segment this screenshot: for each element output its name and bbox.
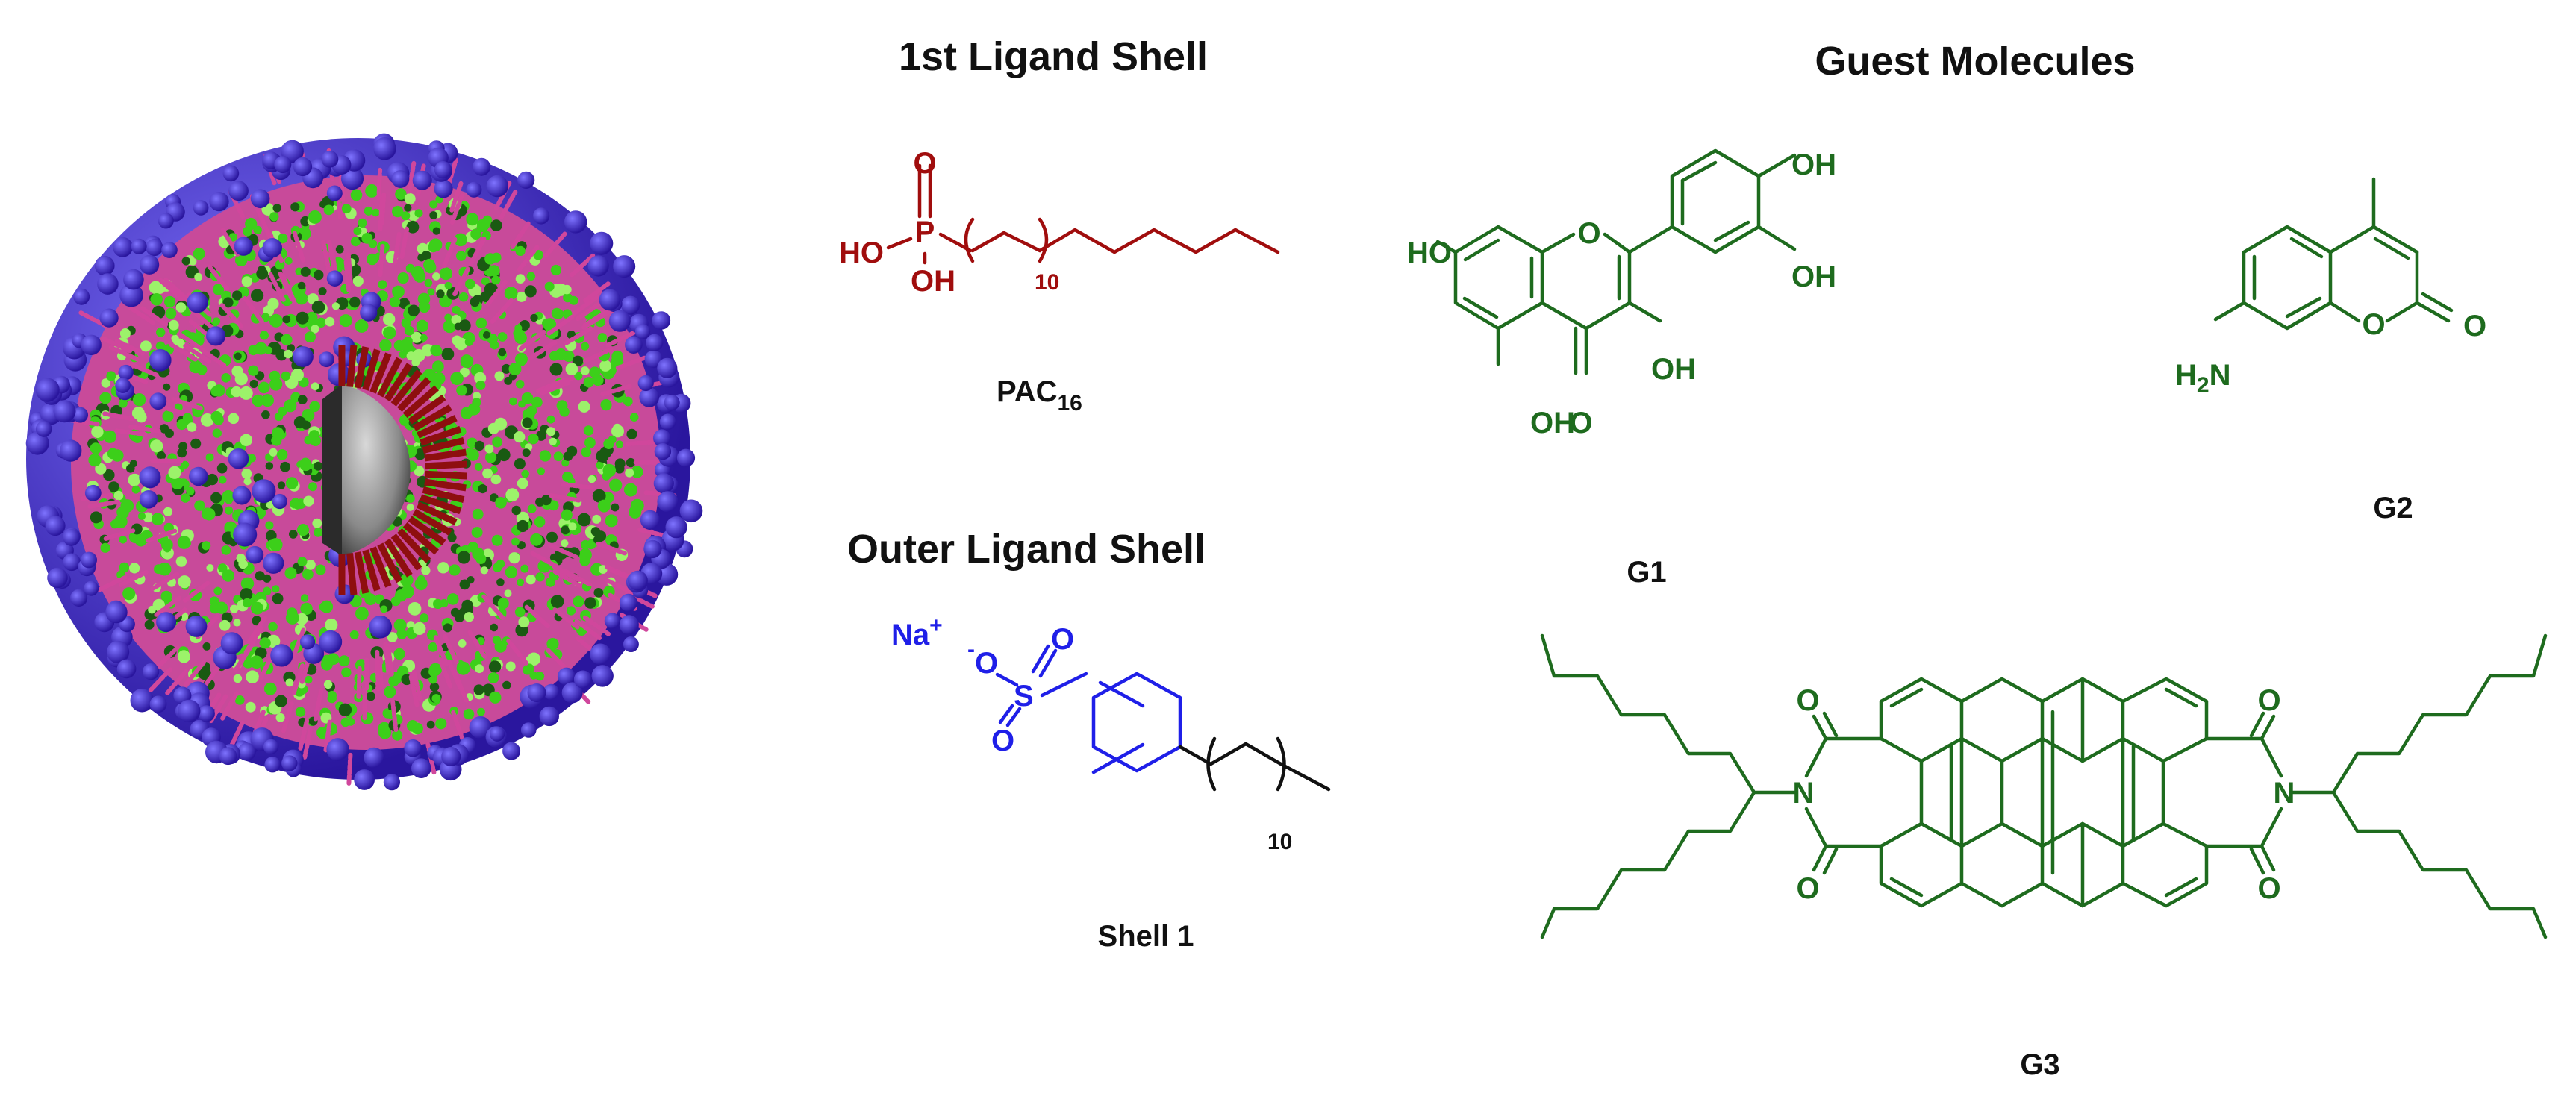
g1-hydroxyl-bottom: OH	[1530, 407, 1575, 439]
g2-caption: G2	[2373, 492, 2413, 525]
guest-molecules-heading: Guest Molecules	[1815, 39, 2135, 84]
nanoparticle-headgroups	[25, 133, 703, 791]
pac16-repeat-count: 10	[1035, 270, 1059, 295]
pac16-phosphorus: P	[915, 216, 935, 248]
g1-hydroxyl-left: HO	[1407, 237, 1452, 269]
g3-oxygen-bottom-left: O	[1796, 872, 1819, 905]
pac16-structure	[886, 163, 1280, 265]
g3-oxygen-top-right: O	[2257, 684, 2280, 717]
pac16-caption: PAC16	[997, 375, 1082, 416]
shell1-caption: Shell 1	[1098, 920, 1194, 953]
outer-shell-heading: Outer Ligand Shell	[847, 527, 1206, 572]
g1-structure	[1435, 148, 1797, 375]
g2-structure	[2213, 177, 2454, 331]
g3-nitrogen-left: N	[1793, 777, 1815, 810]
g1-ring-oxygen: O	[1577, 217, 1600, 250]
g1-hydroxyl-top-right: OH	[1791, 148, 1836, 181]
g2-carbonyl-oxygen: O	[2463, 310, 2486, 342]
g2-amine: H2N	[2175, 359, 2230, 398]
shell1-anion-oxygen: O	[975, 647, 998, 680]
pac16-oxo-oxygen: O	[913, 147, 936, 180]
g3-nitrogen-right: N	[2274, 777, 2295, 810]
shell1-repeat-count: 10	[1267, 830, 1292, 854]
g1-caption: G1	[1627, 556, 1666, 589]
g1-carbonyl-oxygen: O	[1569, 407, 1592, 439]
pac16-hydroxyl-bottom: OH	[911, 265, 955, 298]
pac16-hydroxyl-left: HO	[839, 237, 884, 269]
g1-hydroxyl-right: OH	[1791, 260, 1836, 293]
g3-oxygen-bottom-right: O	[2257, 872, 2280, 905]
g3-caption: G3	[2020, 1048, 2059, 1081]
nanoparticle-illustration	[25, 133, 703, 791]
shell1-sodium: Na+	[891, 613, 943, 651]
g2-ring-oxygen: O	[2362, 308, 2385, 341]
g3-oxygen-top-left: O	[1796, 684, 1819, 717]
shell1-sulfonyl-oxygen-bottom: O	[991, 724, 1014, 757]
shell1-structure	[995, 644, 1331, 792]
g3-structure	[1540, 633, 2548, 939]
shell1-anion-charge: -	[967, 637, 975, 662]
nanoparticle-core	[322, 345, 468, 595]
first-shell-heading: 1st Ligand Shell	[899, 34, 1208, 79]
g1-hydroxyl-ring: OH	[1651, 353, 1696, 386]
